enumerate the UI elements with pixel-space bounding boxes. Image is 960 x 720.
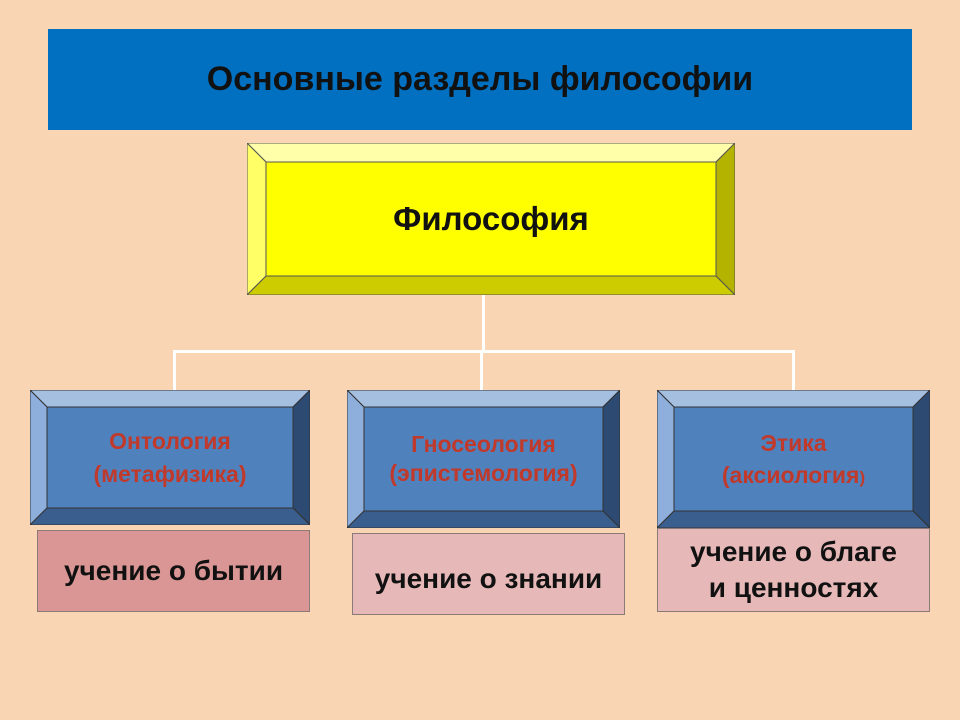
- branch-label: Гносеология (эпистемология): [357, 407, 610, 511]
- branch-alt-name-main: (аксиология: [721, 462, 860, 488]
- branch-label: Онтология (метафизика): [47, 407, 293, 508]
- title-bar: Основные разделы философии: [48, 29, 912, 130]
- description-text-line2: и ценностях: [708, 572, 879, 603]
- branch-box-ethics: Этика (аксиология): [657, 390, 930, 528]
- root-box-bevel: [247, 143, 735, 295]
- branch-box-epistemology: Гносеология (эпистемология): [347, 390, 620, 528]
- root-label: Философия: [393, 200, 589, 237]
- branch-box-bevel: [347, 390, 620, 528]
- branch-alt-name: (метафизика): [93, 460, 247, 487]
- description-box-epistemology: учение о знании: [352, 533, 625, 615]
- connector-branch-2: [480, 350, 483, 402]
- branch-name: Онтология: [109, 428, 231, 455]
- branch-box-ontology: Онтология (метафизика): [30, 390, 310, 525]
- branch-name: Гносеология: [411, 431, 556, 458]
- branch-alt-name: (эпистемология): [389, 460, 578, 486]
- connector-root-down: [482, 295, 485, 353]
- branch-name: Этика: [760, 429, 827, 456]
- branch-box-bevel: [657, 390, 930, 528]
- description-box-ethics: учение о благе и ценностях: [657, 528, 930, 612]
- description-text: учение о знании: [374, 562, 603, 594]
- connector-branch-1: [173, 350, 176, 408]
- description-text: учение о бытии: [63, 554, 284, 586]
- branch-label: Этика (аксиология): [674, 407, 913, 511]
- description-text-line1: учение о благе: [690, 535, 897, 567]
- root-box-philosophy: Философия: [247, 143, 735, 295]
- branch-alt-name: (аксиология): [722, 459, 865, 491]
- diagram-title: Основные разделы философии: [206, 60, 754, 98]
- description-box-ontology: учение о бытии: [37, 530, 310, 612]
- branch-box-bevel: [30, 390, 310, 525]
- connector-horizontal: [173, 350, 795, 353]
- branch-alt-name-paren: ): [859, 468, 866, 487]
- connector-branch-3: [792, 350, 795, 408]
